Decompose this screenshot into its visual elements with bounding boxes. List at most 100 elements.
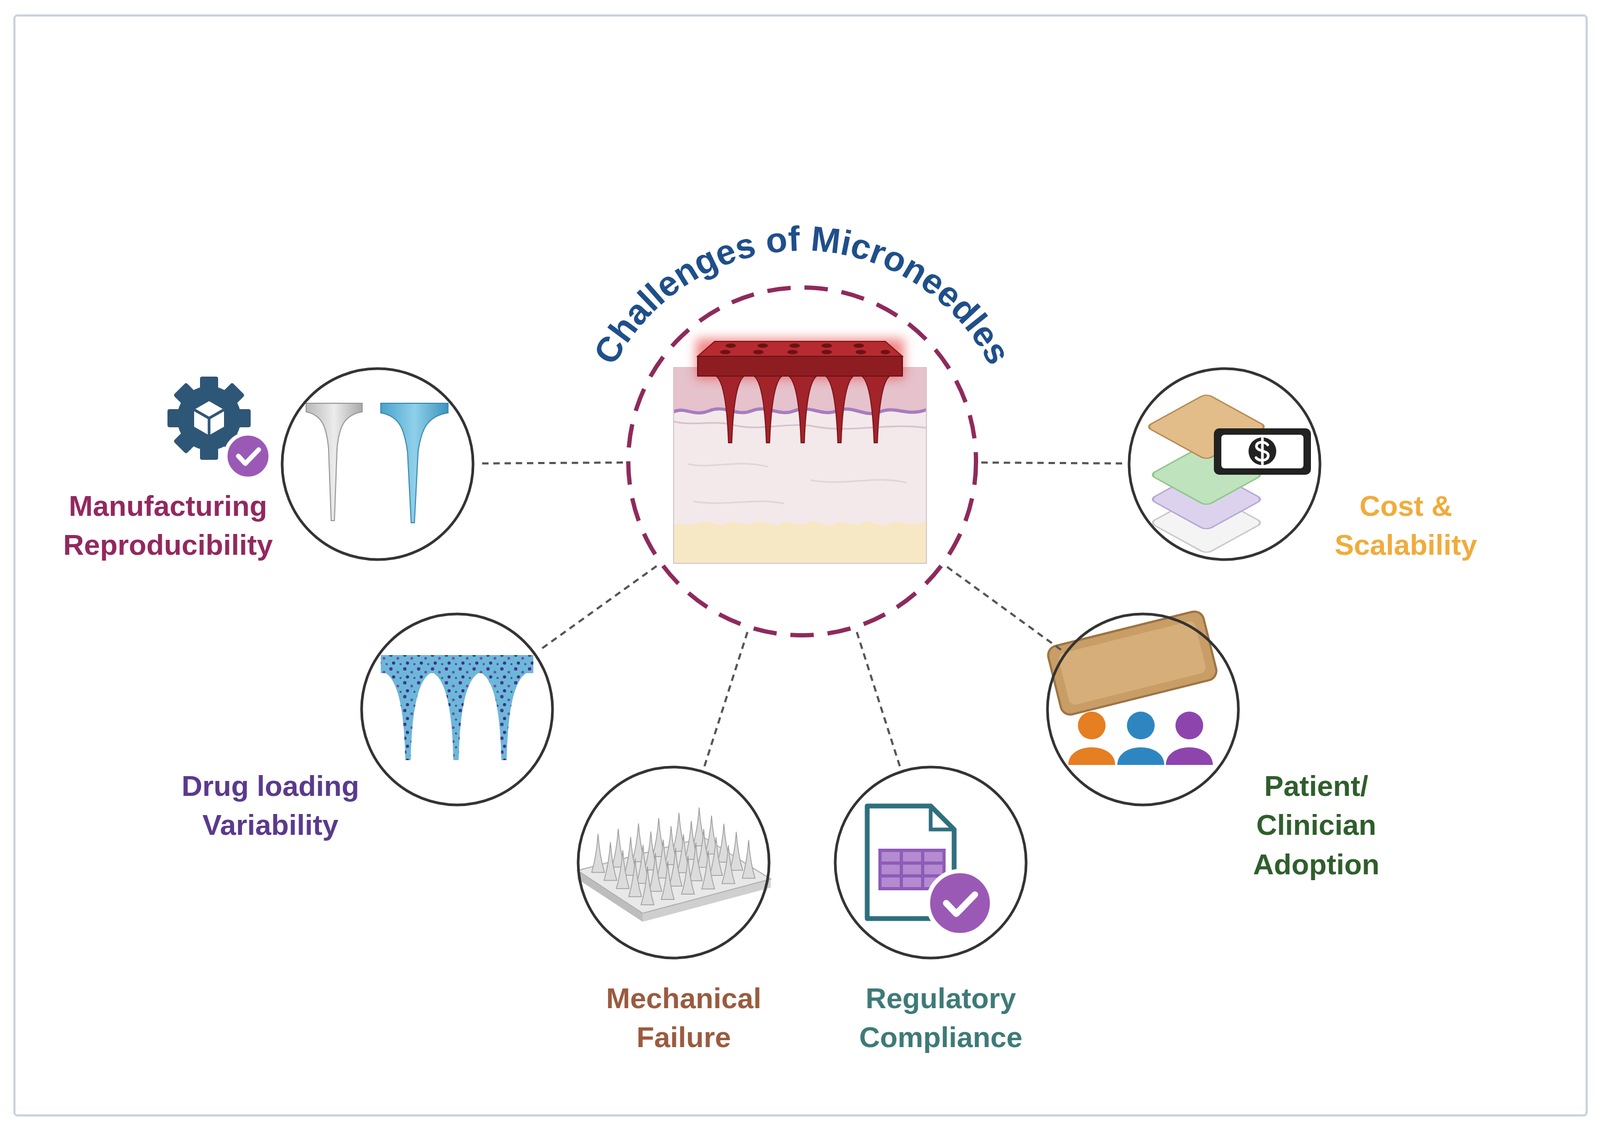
patch-and-people [1165, 711, 1213, 765]
needle-array [722, 845, 735, 884]
circle-outline [280, 366, 475, 562]
microneedle-patch [789, 343, 800, 348]
challenge-circle: Drug loading Variability [360, 612, 555, 807]
needle-array [709, 836, 723, 876]
needle-array [742, 840, 756, 879]
circle-outline [576, 765, 771, 960]
diagram-title: Challenges of Microneedles [585, 218, 1019, 371]
circle-outline [1045, 612, 1240, 807]
patch-and-people [1068, 747, 1116, 765]
patch-and-people [1175, 711, 1204, 740]
needle-array [689, 842, 703, 881]
patch-and-people [1117, 711, 1165, 765]
skin-illustration [673, 367, 927, 564]
microneedle-patch [821, 349, 832, 355]
needle-array [669, 847, 683, 886]
dashed-connector [857, 632, 901, 767]
document-icon [928, 870, 992, 935]
circle-border [1129, 368, 1320, 560]
patch-and-people [1045, 609, 1219, 717]
challenge-circle: Manufacturing Reproducibility [280, 366, 475, 562]
frame-border [14, 15, 1587, 1116]
gear-icon [194, 409, 224, 436]
microneedle-patch [697, 356, 903, 376]
challenge-circle: Regulatory Compliance [833, 765, 1028, 960]
challenge-label: Regulatory Compliance [834, 978, 1048, 1058]
document-icon [946, 894, 975, 914]
challenge-label: Manufacturing Reproducibility [24, 486, 312, 565]
patch-and-people [1045, 609, 1219, 717]
skin-illustration [673, 521, 927, 564]
microneedle-patch [697, 341, 903, 443]
dollar-bill [1256, 438, 1269, 464]
skin-illustration [688, 463, 907, 504]
dashed-connector [538, 565, 657, 651]
circle-border [578, 766, 770, 958]
challenge-circle: Mechanical Failure [576, 765, 771, 960]
microneedle-patch [697, 341, 903, 357]
microneedle-patch [853, 343, 864, 348]
patch-and-people [1165, 747, 1213, 765]
loaded-needles [433, 673, 479, 760]
patch-and-people [1117, 747, 1165, 765]
dashed-connector [947, 566, 1062, 651]
circle-outline [360, 612, 555, 807]
skin-illustration [696, 338, 904, 379]
dollar-bill [1248, 437, 1277, 466]
circle-border [835, 766, 1027, 958]
skin-illustration [673, 367, 927, 564]
circle-border [361, 613, 553, 805]
challenge-label: Patient/ Clinician Adoption [1236, 766, 1397, 884]
needle-array [641, 866, 654, 905]
loaded-needles [481, 673, 527, 760]
document-icon [928, 870, 992, 935]
loaded-needles [380, 654, 534, 760]
needle-array [661, 860, 675, 900]
patch-and-people [1057, 620, 1207, 707]
document-icon [930, 805, 955, 830]
patch-and-people [1077, 711, 1106, 740]
patch-and-people [1126, 711, 1155, 740]
microneedle-patch [787, 349, 798, 355]
needle-array [729, 831, 743, 870]
loaded-needles [385, 673, 431, 760]
needle-array [701, 850, 715, 889]
center-circle: Challenges of Microneedles [626, 285, 979, 638]
dashed-connector [477, 462, 623, 464]
loaded-needles [481, 673, 527, 760]
needle-array [604, 842, 618, 881]
circle-outline [833, 765, 1028, 960]
needle-profiles [306, 403, 448, 523]
patch-and-people [1068, 711, 1116, 765]
challenge-circle: Cost & Scalability [1127, 366, 1322, 562]
circle-border [282, 368, 474, 560]
loaded-needles [433, 673, 479, 760]
skin-illustration [696, 338, 904, 379]
needle-array [577, 807, 771, 922]
microneedle-patch [716, 376, 890, 443]
document-icon [867, 805, 992, 935]
needle-array [628, 858, 642, 897]
microneedle-patch [753, 349, 764, 355]
circle-border [1047, 613, 1239, 805]
needle-array [649, 852, 662, 892]
dollar-bill [1213, 428, 1311, 475]
loaded-needles [380, 654, 534, 674]
check-badge [225, 433, 271, 479]
loaded-needles [380, 654, 534, 674]
gear-icon [194, 401, 224, 436]
check-badge [238, 449, 259, 464]
challenge-label: Drug loading Variability [155, 766, 386, 845]
needle-array [616, 850, 630, 889]
microneedle-patch [725, 343, 736, 348]
loaded-needles [385, 673, 431, 760]
dashed-connector [981, 462, 1125, 464]
microneedle-patch [720, 349, 731, 355]
microneedle-patch [880, 349, 891, 355]
microneedle-patch [757, 343, 768, 348]
challenge-label: Mechanical Failure [582, 978, 786, 1058]
needle-profiles [380, 403, 448, 523]
challenge-circle: Patient/ Clinician Adoption [1045, 612, 1240, 807]
check-badge [225, 433, 271, 479]
circle-outline: Challenges of Microneedles [626, 285, 979, 638]
